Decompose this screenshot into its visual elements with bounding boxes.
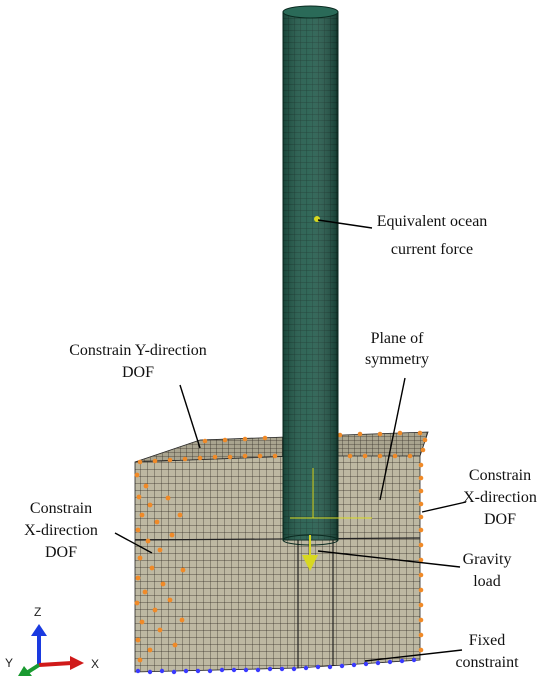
triad-z-label: Z [34,605,41,619]
label-symmetry: Plane of symmetry [365,330,429,368]
label-constrain-x-left-line1: Constrain [30,500,92,517]
label-current-force-line1: Equivalent ocean [377,213,488,230]
x-constraint-markers-right [418,462,424,653]
triad-x-label: X [91,657,99,671]
label-current-force: Equivalent ocean current force [377,213,488,258]
triad-x-arrowhead [70,656,84,670]
triad-y-arrowhead [18,666,32,676]
leader-current-force [317,219,373,229]
label-fixed: Fixed constraint [455,632,519,671]
leader-constrain-x-left [114,532,153,554]
fixed-constraint-markers [135,657,417,675]
label-gravity: Gravity load [463,551,512,590]
loads [290,216,372,571]
label-constrain-y-line2: DOF [122,364,154,381]
label-current-force-line2: current force [391,241,473,258]
label-constrain-y: Constrain Y-direction DOF [69,342,207,381]
soil-block [134,431,429,673]
label-constrain-x-left-line3: DOF [45,544,77,561]
leader-constrain-y [179,384,201,449]
x-constraint-markers-left [134,472,186,663]
label-constrain-y-line1: Constrain Y-direction [69,342,207,359]
leader-constrain-x-right [421,501,467,513]
label-symmetry-line2: symmetry [365,351,429,368]
monopile [282,5,339,546]
triad-z-arrowhead [31,624,47,636]
pile-top-cap [282,5,339,19]
label-constrain-x-right-line2: X-direction [463,489,537,506]
label-constrain-x-left: Constrain X-direction DOF [24,500,98,561]
label-fixed-line1: Fixed [469,632,505,649]
label-constrain-x-right-line1: Constrain [469,467,531,484]
label-constrain-x-right: Constrain X-direction DOF [463,467,537,528]
label-fixed-line2: constraint [455,654,519,671]
triad-x-axis [38,661,73,667]
label-constrain-x-right-line3: DOF [484,511,516,528]
soil-left-face [134,455,299,673]
leader-fixed [364,649,463,662]
leader-gravity [317,550,461,568]
triad-y-axis [26,663,41,674]
leader-symmetry [379,377,406,501]
triad-y-label: Y [5,656,13,670]
label-gravity-line1: Gravity [463,551,512,568]
current-force-node [314,216,320,222]
pile-shading [283,12,338,540]
symmetry-edge-line [134,537,421,541]
label-constrain-x-left-line2: X-direction [24,522,98,539]
label-gravity-line2: load [473,573,501,590]
label-symmetry-line1: Plane of [371,330,425,347]
coordinate-triad: Z Y X [5,605,99,676]
leader-lines [114,219,467,662]
